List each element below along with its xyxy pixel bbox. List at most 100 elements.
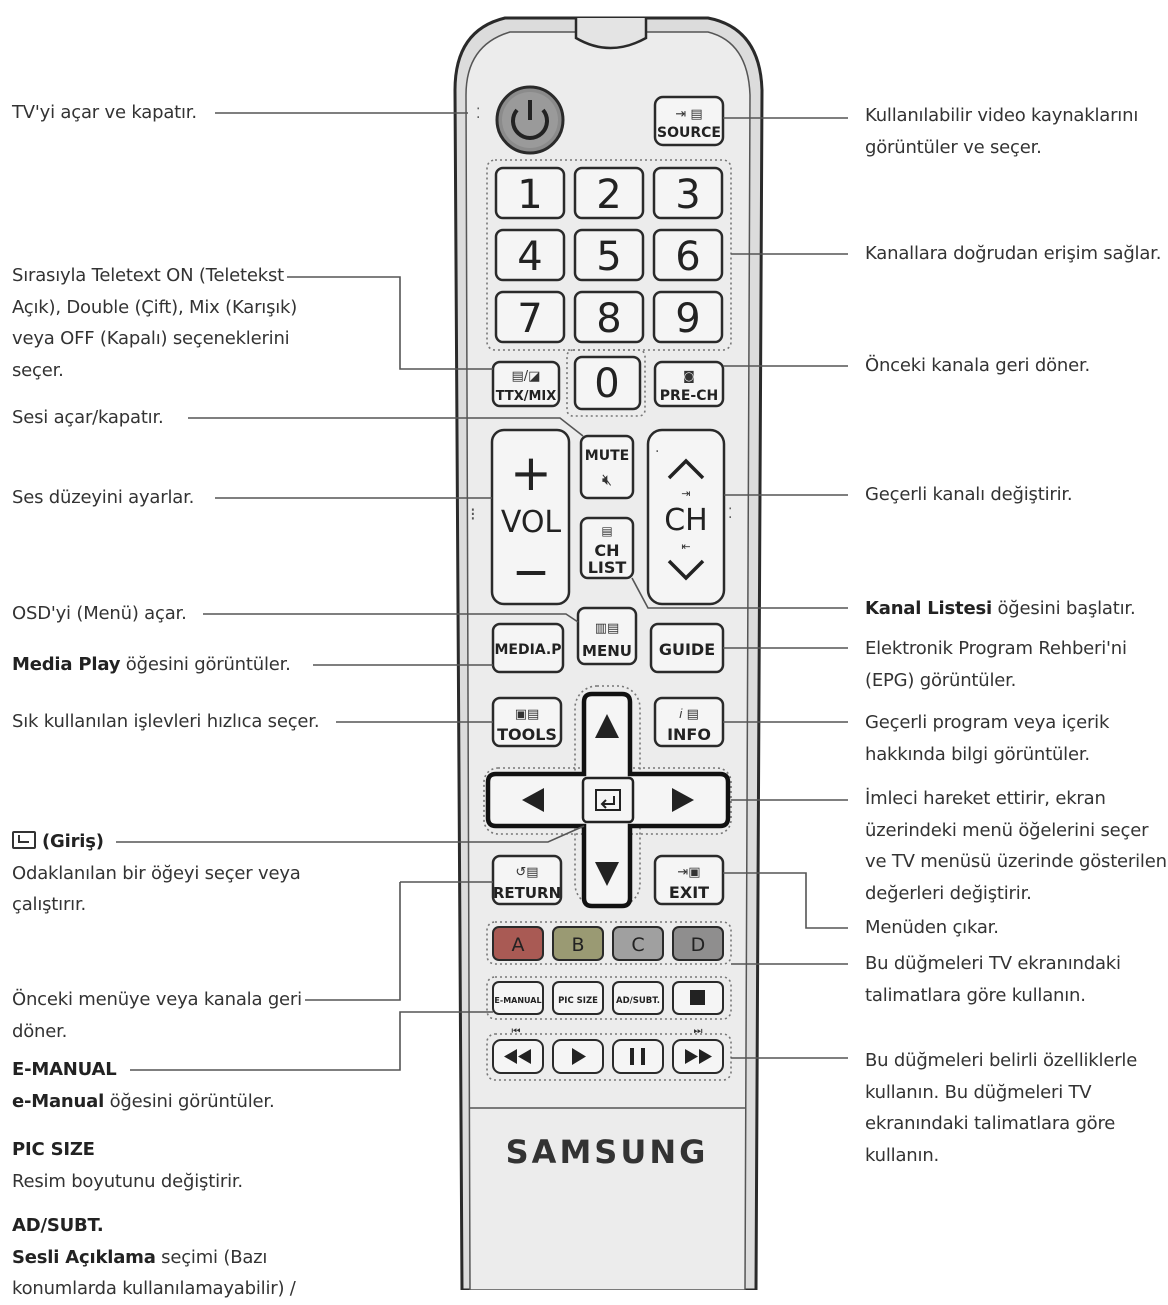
teletext-line-3: veya OFF (Kapalı) seçeneklerini <box>12 328 290 349</box>
tools-label: TOOLS <box>497 725 557 744</box>
digit-0-label: 0 <box>594 361 619 407</box>
left-arrow-icon[interactable] <box>522 788 544 812</box>
guide-annotation: Elektronik Program Rehberi'ni (EPG) görü… <box>865 633 1127 696</box>
media-play-label: MEDIA.P <box>495 642 562 658</box>
menu-icon: ▥▤ <box>595 621 620 636</box>
digit-8-button[interactable]: 8 <box>573 290 645 344</box>
color-button-b[interactable]: B <box>552 926 604 961</box>
rewind-button[interactable] <box>492 1039 544 1074</box>
teletext-line-1: Sırasıyla Teletext ON (Teletekst <box>12 265 285 286</box>
info-label: INFO <box>667 725 711 744</box>
color-line-2: talimatlara göre kullanın. <box>865 984 1086 1006</box>
digit-6-button[interactable]: 6 <box>652 228 724 282</box>
stop-button[interactable] <box>672 981 724 1015</box>
source-line-2: görüntüler ve seçer. <box>865 136 1042 158</box>
rewind-icon <box>504 1049 531 1064</box>
exit-button[interactable]: ⇥▣ EXIT <box>653 854 725 906</box>
channel-annotation: Geçerli kanalı değiştirir. <box>865 479 1073 511</box>
chlist-label-bottom: LIST <box>588 558 627 577</box>
nav-line-1: İmleci hareket ettirir, ekran <box>865 788 1106 809</box>
digit-3-button[interactable]: 3 <box>652 166 724 220</box>
channel-label: CH <box>664 503 708 538</box>
media-play-text: öğesini görüntüler. <box>120 654 291 675</box>
digit-5-button[interactable]: 5 <box>573 228 645 282</box>
volume-annotation: Ses düzeyini ayarlar. <box>12 482 194 514</box>
pic-size-annotation: PIC SIZE Resim boyutunu değiştirir. <box>12 1134 243 1197</box>
guide-label: GUIDE <box>659 640 715 659</box>
numbers-text: Kanallara doğrudan erişim sağlar. <box>865 243 1162 264</box>
mute-text: Sesi açar/kapatır. <box>12 407 164 428</box>
power-button[interactable] <box>495 85 565 155</box>
tools-button[interactable]: ▣▤ TOOLS <box>491 696 563 748</box>
playback-line-2: kullanın. Bu düğmeleri TV <box>865 1081 1092 1103</box>
digit-7-label: 7 <box>517 296 542 342</box>
play-button[interactable] <box>552 1039 604 1074</box>
svg-text:⇥: ⇥ <box>681 487 690 500</box>
nav-line-2: üzerindeki menü öğelerini seçer <box>865 819 1149 841</box>
ad-subt-label: AD/SUBT. <box>616 996 660 1006</box>
digit-9-button[interactable]: 9 <box>652 290 724 344</box>
enter-line-2: çalıştırır. <box>12 894 87 915</box>
volume-down-label: — <box>515 552 547 590</box>
digit-1-button[interactable]: 1 <box>494 166 566 220</box>
pre-ch-button[interactable]: ◙ PRE-CH <box>653 360 725 408</box>
info-button[interactable]: 𝑖 ▤ INFO <box>653 696 725 748</box>
guide-button[interactable]: GUIDE <box>649 622 725 674</box>
media-play-annotation: Media Play öğesini görüntüler. <box>12 649 291 681</box>
svg-text:⁚: ⁚ <box>476 106 480 122</box>
channel-rocker[interactable]: ⇥ CH ⇤ <box>646 428 726 606</box>
pic-size-text: Resim boyutunu değiştirir. <box>12 1170 243 1192</box>
list-icon: ▤ <box>601 524 612 538</box>
ttx-mix-button[interactable]: ▤/◪ TTX/MIX <box>491 360 561 408</box>
digit-4-button[interactable]: 4 <box>494 228 566 282</box>
digit-2-label: 2 <box>596 172 621 218</box>
return-annotation: Önceki menüye veya kanala geri döner. <box>12 984 302 1047</box>
source-label: SOURCE <box>657 125 721 141</box>
digit-2-button[interactable]: 2 <box>573 166 645 220</box>
color-button-c[interactable]: C <box>612 926 664 961</box>
exit-label: EXIT <box>669 883 709 902</box>
return-button[interactable]: ↺▤ RETURN <box>491 854 563 906</box>
enter-button[interactable] <box>581 776 635 824</box>
source-button[interactable]: ⇥ ▤ SOURCE <box>653 95 725 147</box>
ad-subt-button[interactable]: AD/SUBT. <box>612 981 664 1015</box>
volume-rocker[interactable]: + VOL — <box>490 428 571 606</box>
ad-subt-text: seçimi (Bazı <box>155 1246 268 1268</box>
e-manual-button[interactable]: E-MANUAL <box>492 981 544 1015</box>
digit-0-button[interactable]: 0 <box>573 355 642 411</box>
teletext-line-4: seçer. <box>12 359 64 381</box>
source-annotation: Kullanılabilir video kaynaklarını görünt… <box>865 100 1138 163</box>
playback-line-3: ekranındaki talimatlara göre <box>865 1113 1116 1134</box>
menu-label: MENU <box>582 642 632 660</box>
ttx-label: TTX/MIX <box>496 389 557 404</box>
menu-button[interactable]: ▥▤ MENU <box>576 606 638 666</box>
down-arrow-icon[interactable] <box>595 862 619 886</box>
svg-text:⏭: ⏭ <box>694 1026 703 1037</box>
source-icon: ⇥ ▤ <box>675 107 702 122</box>
channel-up-icon <box>667 458 705 480</box>
pic-size-label: PIC SIZE <box>558 996 598 1006</box>
digit-5-label: 5 <box>596 234 621 280</box>
right-arrow-icon[interactable] <box>672 788 694 812</box>
pic-size-button[interactable]: PIC SIZE <box>552 981 604 1015</box>
color-button-d[interactable]: D <box>672 926 724 961</box>
ch-list-button[interactable]: ▤ CH LIST <box>579 516 635 580</box>
return-line-1: Önceki menüye veya kanala geri <box>12 989 302 1010</box>
pause-icon <box>630 1048 634 1065</box>
channel-text: Geçerli kanalı değiştirir. <box>865 484 1073 505</box>
tools-annotation: Sık kullanılan işlevleri hızlıca seçer. <box>12 706 320 738</box>
fast-forward-button[interactable] <box>672 1039 724 1074</box>
digit-6-label: 6 <box>675 234 700 280</box>
tools-icon: ▣▤ <box>515 707 540 722</box>
nav-line-4: değerleri değiştirir. <box>865 882 1032 904</box>
pause-button[interactable] <box>612 1039 664 1074</box>
color-button-a[interactable]: A <box>492 926 544 961</box>
media-play-button[interactable]: MEDIA.P <box>491 622 565 674</box>
digit-7-button[interactable]: 7 <box>494 290 566 344</box>
exit-annotation: Menüden çıkar. <box>865 912 999 944</box>
mute-button[interactable]: MUTE 🔇︎ <box>579 434 635 500</box>
digit-8-label: 8 <box>596 296 621 342</box>
ad-subt-bold: Sesli Açıklama <box>12 1246 156 1268</box>
up-arrow-icon[interactable] <box>595 714 619 738</box>
